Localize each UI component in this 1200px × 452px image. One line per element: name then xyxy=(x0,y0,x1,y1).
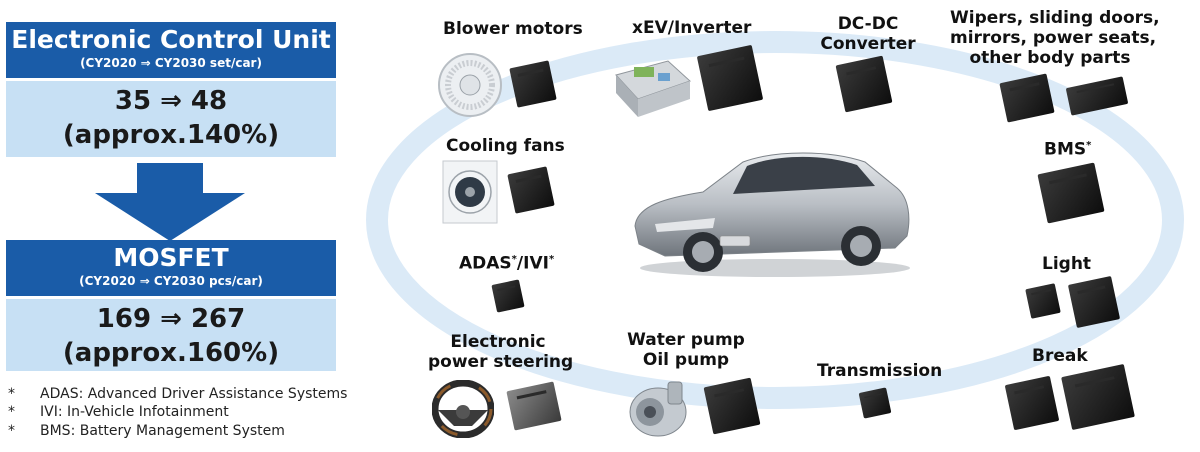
label-bms-star: * xyxy=(1086,140,1092,151)
footnote-text: BMS: Battery Management System xyxy=(40,423,285,439)
label-dcdc-line1: DC-DC xyxy=(837,14,899,34)
footnote-text: IVI: In-Vehicle Infotainment xyxy=(40,404,229,420)
ecu-subtitle: (CY2020 ⇒ CY2030 set/car) xyxy=(80,56,262,70)
label-dcdc-converter: DC-DC Converter xyxy=(818,14,918,54)
steering-wheel-image xyxy=(432,380,494,438)
ecu-approx: (approx.140%) xyxy=(62,120,280,150)
mosfet-chip-icon xyxy=(1004,375,1060,431)
label-bms-text: BMS xyxy=(1044,139,1087,160)
label-pump-line2: Oil pump xyxy=(642,350,730,370)
label-adas-ivi: ADAS*/IVI* xyxy=(459,250,554,274)
label-eps-line2: power steering xyxy=(428,352,574,372)
mosfet-chip-icon xyxy=(1025,283,1061,319)
label-ivi-star: * xyxy=(548,254,555,265)
footnote-mark: * xyxy=(8,386,15,402)
down-arrow-icon xyxy=(95,163,245,241)
mosfet-chip-icon xyxy=(509,60,557,108)
cooling-fan-image xyxy=(442,160,498,224)
label-body-line2: mirrors, power seats, xyxy=(950,28,1157,48)
label-body-line3: other body parts xyxy=(969,48,1131,68)
inverter-image xyxy=(615,60,691,117)
label-transmission: Transmission xyxy=(817,361,943,381)
mosfet-chip-icon xyxy=(703,377,761,435)
label-power-steering: Electronic power steering xyxy=(428,332,574,372)
mosfet-header: MOSFET (CY2020 ⇒ CY2030 pcs/car) xyxy=(6,240,336,296)
mosfet-chip-icon xyxy=(507,166,555,214)
footnote-bms: * BMS: Battery Management System xyxy=(8,423,285,439)
car-image xyxy=(634,152,910,277)
label-blower-motors: Blower motors xyxy=(443,19,583,39)
mosfet-approx: (approx.160%) xyxy=(62,338,280,368)
label-body-line1: Wipers, sliding doors, xyxy=(950,8,1160,28)
label-break: Break xyxy=(1032,346,1088,366)
ecu-value: 35 ⇒ 48 xyxy=(114,86,228,116)
ecu-title: Electronic Control Unit xyxy=(11,25,331,54)
label-ivi-text: /IVI xyxy=(516,253,549,274)
application-ring xyxy=(366,31,1184,409)
label-dcdc-line2: Converter xyxy=(820,34,916,54)
label-light: Light xyxy=(1042,254,1092,274)
blower-wheel-image xyxy=(438,53,502,117)
footnote-mark: * xyxy=(8,404,15,420)
water-pump-image xyxy=(629,381,687,437)
label-water-oil-pump: Water pump Oil pump xyxy=(626,330,746,370)
ecu-header: Electronic Control Unit (CY2020 ⇒ CY2030… xyxy=(6,22,336,78)
label-body-parts: Wipers, sliding doors, mirrors, power se… xyxy=(950,8,1160,68)
label-bms: BMS* xyxy=(1044,136,1091,160)
ecu-value-box: 35 ⇒ 48 (approx.140%) xyxy=(6,81,336,157)
mosfet-title: MOSFET xyxy=(113,243,229,272)
label-adas-text: ADAS xyxy=(459,253,512,274)
mosfet-chip-icon xyxy=(1067,275,1121,329)
mosfet-chip-icon xyxy=(491,279,525,313)
mosfet-value-box: 169 ⇒ 267 (approx.160%) xyxy=(6,299,336,371)
footnote-text: ADAS: Advanced Driver Assistance Systems xyxy=(40,386,348,402)
mosfet-subtitle: (CY2020 ⇒ CY2030 pcs/car) xyxy=(79,274,263,288)
footnote-ivi: * IVI: In-Vehicle Infotainment xyxy=(8,404,229,420)
mosfet-value: 169 ⇒ 267 xyxy=(96,304,246,334)
label-pump-line1: Water pump xyxy=(627,330,745,350)
mosfet-chip-icon xyxy=(696,44,764,112)
label-eps-line1: Electronic xyxy=(450,332,546,352)
label-adas-star: * xyxy=(511,254,517,265)
mosfet-chip-icon xyxy=(835,55,893,113)
footnote-mark: * xyxy=(8,423,15,439)
footnote-adas: * ADAS: Advanced Driver Assistance System… xyxy=(8,386,347,402)
label-xev-inverter: xEV/Inverter xyxy=(632,18,752,38)
label-cooling-fans: Cooling fans xyxy=(446,136,565,156)
